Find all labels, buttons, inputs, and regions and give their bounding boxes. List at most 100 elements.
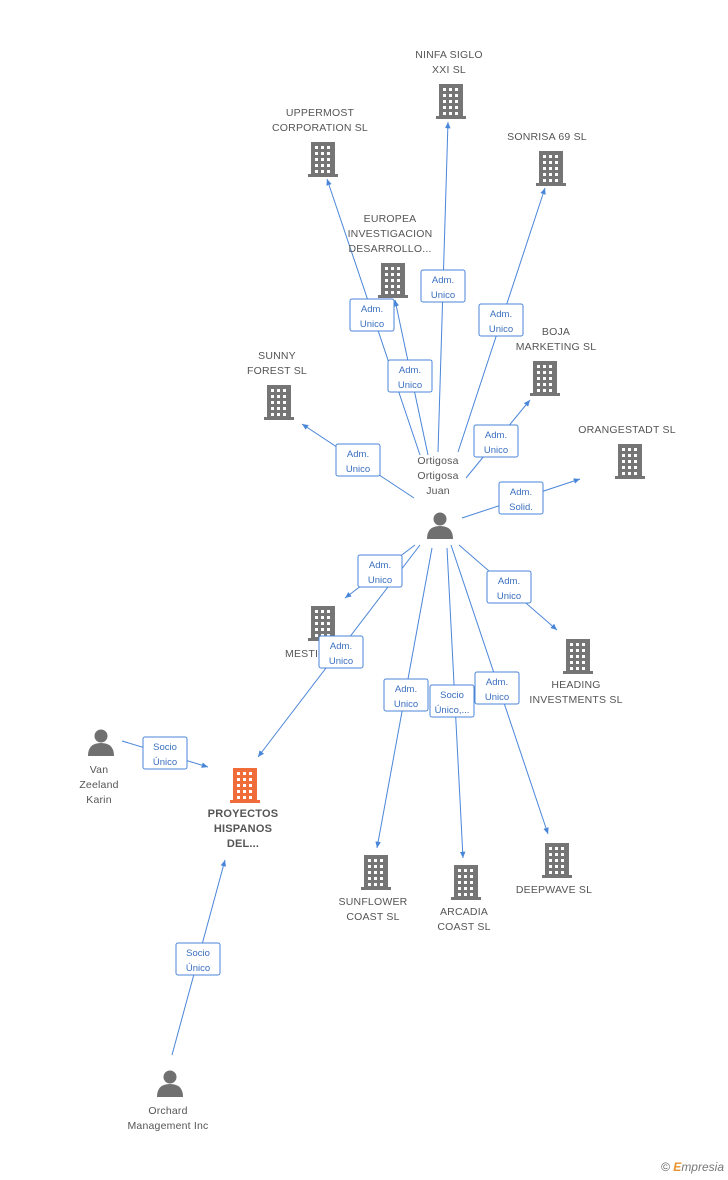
edge-label-ortigosa-heading[interactable]: Adm. Unico [486,570,532,604]
node-label-line: Ortigosa [417,455,458,467]
edge-label-ortigosa-arcadia[interactable]: SocioÚnico,... [429,684,475,718]
building-icon [436,84,466,119]
node-label-line: BOJA [542,326,570,338]
node-sonrisa[interactable]: SONRISA 69 SL [507,131,587,186]
node-label-line: PROYECTOS [208,808,279,820]
edge-label-ortigosa-proyectos[interactable]: Adm. Unico [318,635,364,669]
edge-label-box [474,671,520,705]
edge-label-text: Socio [153,742,177,753]
edge-label-box [142,736,188,770]
edge-label-text: Adm. [399,365,421,376]
edge-label-text: Unico [360,319,384,330]
edge-label-box [420,269,466,303]
edge-label-text: Adm. [485,430,507,441]
node-label-line: UPPERMOST [286,107,355,119]
edge-label-text: Adm. [395,684,417,695]
edge-label-ortigosa-sunflower[interactable]: Adm. Unico [383,678,429,712]
person-icon [157,1070,183,1097]
node-label-line: Ortigosa [417,470,458,482]
node-label-line: DEEPWAVE SL [516,884,592,896]
edge-label-text: Adm. [490,309,512,320]
building-icon [536,151,566,186]
edge-label-ortigosa-uppermost[interactable]: Adm. Unico [349,298,395,332]
edge-label-ortigosa-mestir[interactable]: Adm. Unico [357,554,403,588]
edge-label-text: Adm. [330,641,352,652]
node-label-line: Juan [426,485,450,497]
node-proyectos[interactable]: PROYECTOSHISPANOSDEL... [208,768,279,850]
edge-label-text: Unico [394,699,418,710]
edge-label-text: Unico [329,656,353,667]
node-label-line: SUNNY [258,350,296,362]
edge-label-box [349,298,395,332]
node-label-line: NINFA SIGLO [415,49,483,61]
edge-label-ortigosa-boja[interactable]: Adm. Unico [473,424,519,458]
building-icon [530,361,560,396]
node-boja[interactable]: BOJA MARKETING SL [516,326,597,396]
node-label-line: ARCADIA [440,906,488,918]
edge-label-text: Adm. [498,576,520,587]
edge-label-text: Adm. [347,449,369,460]
building-icon [308,142,338,177]
edge-label-ortigosa-ninfa[interactable]: Adm.Unico [420,269,466,303]
node-label-line: FOREST SL [247,365,307,377]
edge-label-ortigosa-deepwave[interactable]: Adm. Unico [474,671,520,705]
edge-label-text: Único,... [435,705,470,716]
person-icon [427,512,453,539]
node-deepwave[interactable]: DEEPWAVE SL [516,843,592,896]
node-label-line: COAST SL [346,911,399,923]
edge-label-box [175,942,221,976]
node-label-line: HISPANOS [214,823,272,835]
footer-credit: © Empresia [661,1160,724,1174]
edge-label-text: Unico [485,692,509,703]
edge-label-ortigosa-europea[interactable]: Adm. Unico [387,359,433,393]
node-label-line: EUROPEA [364,213,417,225]
edge-label-text: Unico [497,591,521,602]
copyright-symbol: © [661,1160,670,1174]
node-heading[interactable]: HEADING INVESTMENTS SL [529,639,622,706]
edge-label-text: Adm. [486,677,508,688]
node-label-line: Orchard [148,1105,187,1117]
edge-label-box [498,481,544,515]
building-icon [615,444,645,479]
building-icon [378,263,408,298]
edge-label-ortigosa-sonrisa[interactable]: Adm. Unico [478,303,524,337]
edge-label-text: Adm. [510,487,532,498]
node-europea[interactable]: EUROPEAINVESTIGACIONDESARROLLO... [348,213,433,298]
edge-label-text: Unico [398,380,422,391]
node-uppermost[interactable]: UPPERMOST CORPORATION SL [272,107,368,177]
edge-label-text: Socio [186,948,210,959]
edge-label-box [387,359,433,393]
brand-logo[interactable]: Empresia [673,1160,724,1174]
node-label-line: Management Inc [127,1120,208,1132]
edge-label-ortigosa-orangestadt[interactable]: Adm. Solid. [498,481,544,515]
edge-label-box [335,443,381,477]
node-label-line: CORPORATION SL [272,122,368,134]
node-sunny[interactable]: SUNNY FOREST SL [247,350,307,420]
edge-label-box [383,678,429,712]
edge-label-text: Adm. [369,560,391,571]
building-icon [230,768,260,803]
edge-label-ortigosa-sunny[interactable]: Adm.Unico [335,443,381,477]
building-icon [563,639,593,674]
building-icon [264,385,294,420]
node-label-line: MARKETING SL [516,341,597,353]
edge-label-box [478,303,524,337]
edge-label-text: Unico [489,324,513,335]
edge-label-text: Unico [484,445,508,456]
building-icon [542,843,572,878]
edge-label-text: Adm. [361,304,383,315]
node-label-line: HEADING [551,679,600,691]
edge-label-text: Unico [368,575,392,586]
edge-label-text: Solid. [509,502,533,513]
node-label-line: INVESTMENTS SL [529,694,622,706]
node-orangestadt[interactable]: ORANGESTADT SL [578,424,676,479]
